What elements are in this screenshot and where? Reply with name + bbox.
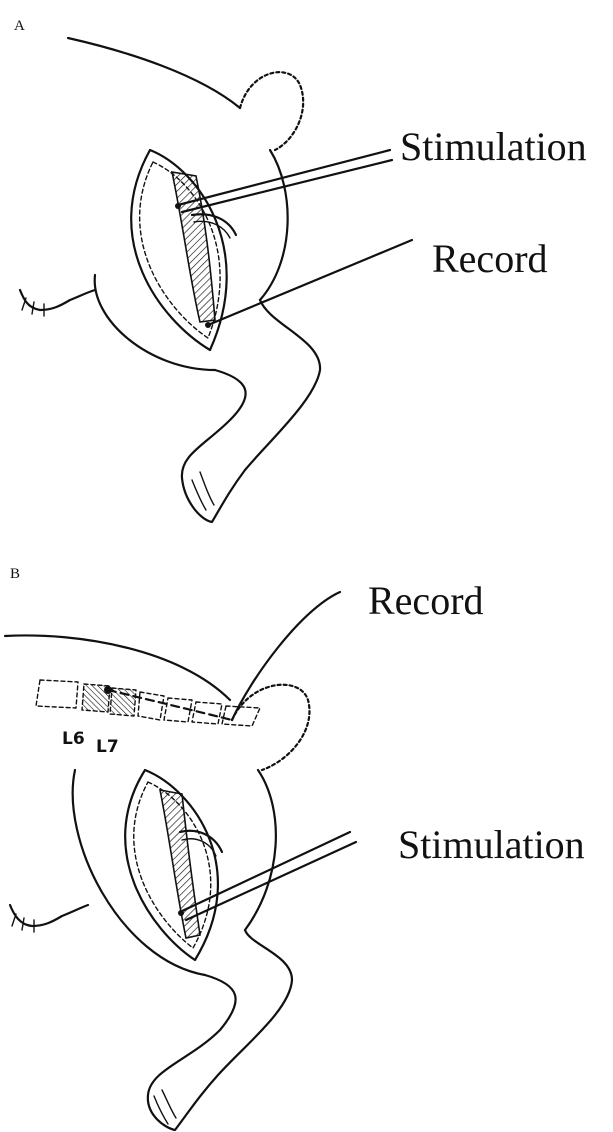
hip-outline — [245, 770, 276, 930]
stimulation-electrode-tip — [178, 910, 184, 916]
other-foot — [20, 290, 95, 310]
record-electrode-tip — [205, 322, 211, 328]
callout-record: Record — [432, 236, 548, 281]
body-outline-back — [68, 38, 240, 108]
stimulation-electrode — [178, 150, 392, 212]
panel-letter-b: B — [10, 566, 20, 582]
toe-lines — [192, 472, 214, 510]
vertebra — [192, 702, 222, 724]
callout-record: Record — [368, 578, 484, 623]
panel-letter-a: A — [14, 18, 25, 34]
hip-outline — [260, 150, 288, 300]
leg-outline — [182, 300, 320, 522]
stimulation-electrode — [180, 832, 356, 920]
leg-outline — [148, 930, 292, 1130]
panel-b: B L6 L7 — [5, 566, 585, 1130]
callout-stimulation: Stimulation — [400, 124, 587, 169]
panel-a: A Stimulation Record — [14, 18, 587, 522]
vertebra-label-l7: L7 — [96, 737, 119, 757]
other-foot-toes — [12, 914, 34, 932]
record-electrode — [208, 240, 412, 325]
record-electrode-tip — [104, 686, 112, 694]
sciatic-nerve — [172, 172, 215, 322]
vertebra — [222, 706, 260, 726]
other-foot-toes — [22, 298, 44, 316]
record-lead — [232, 592, 340, 720]
vertebra — [36, 680, 78, 708]
other-foot — [10, 905, 88, 926]
stimulation-electrode-tip — [175, 203, 181, 209]
vertebra — [138, 692, 164, 720]
tail-outline — [240, 72, 303, 150]
vertebra-label-l6: L6 — [62, 729, 85, 749]
callout-stimulation: Stimulation — [398, 822, 585, 867]
